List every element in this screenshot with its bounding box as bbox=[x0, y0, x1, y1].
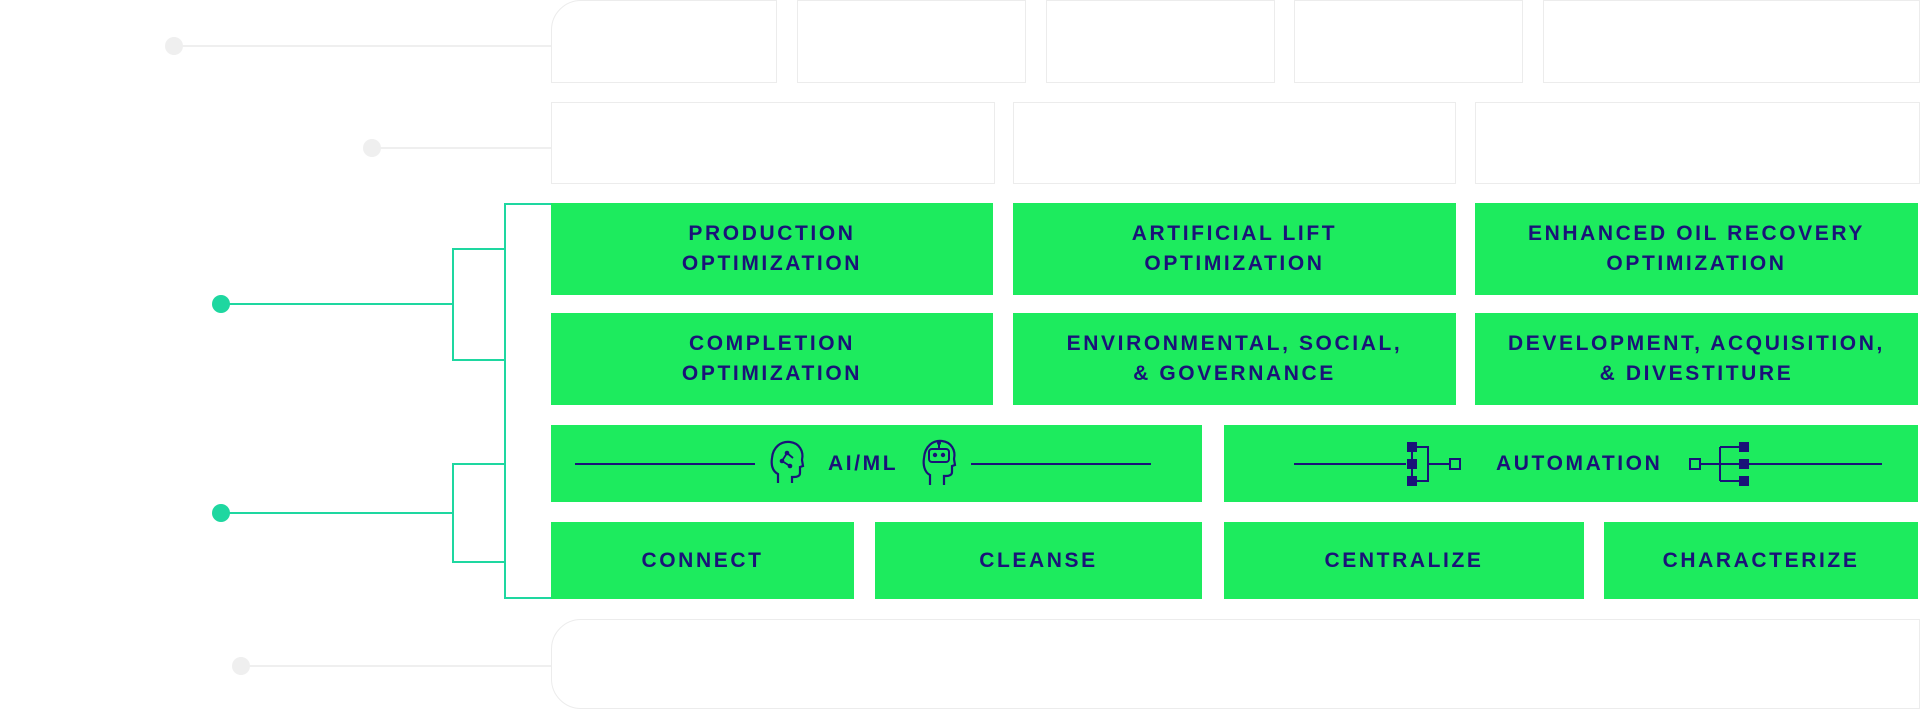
stack-bracket bbox=[504, 203, 551, 599]
block-enhanced-oil-recovery-optimization: ENHANCED OIL RECOVERY OPTIMIZATION bbox=[1475, 203, 1918, 295]
ghost-box bbox=[797, 0, 1026, 83]
ghost-box bbox=[1294, 0, 1523, 83]
solutions-bracket bbox=[452, 248, 505, 361]
ghost-connector-dot bbox=[232, 657, 250, 675]
block-label: DEVELOPMENT, ACQUISITION, & DIVESTITURE bbox=[1508, 332, 1885, 385]
block-production-optimization: PRODUCTION OPTIMIZATION bbox=[551, 203, 993, 295]
block-label: CONNECT bbox=[641, 548, 764, 572]
block-environmental-social-governance: ENVIRONMENTAL, SOCIAL, & GOVERNANCE bbox=[1013, 313, 1456, 405]
ghost-connector-dot bbox=[165, 37, 183, 55]
process-flow-icon bbox=[1689, 442, 1760, 486]
band-automation: AUTOMATION bbox=[1224, 425, 1918, 502]
ghost-box bbox=[1475, 102, 1920, 184]
block-label: CENTRALIZE bbox=[1324, 548, 1484, 572]
process-flow-icon bbox=[1407, 442, 1461, 486]
head-circuit-icon bbox=[770, 440, 805, 483]
block-cleanse: CLEANSE bbox=[875, 522, 1202, 599]
block-label: PRODUCTION OPTIMIZATION bbox=[681, 222, 863, 275]
band-rule bbox=[575, 463, 755, 465]
block-label: ARTIFICIAL LIFT OPTIMIZATION bbox=[1131, 222, 1338, 275]
block-development-acquisition-divestiture: DEVELOPMENT, ACQUISITION, & DIVESTITURE bbox=[1475, 313, 1918, 405]
ghost-box bbox=[1013, 102, 1456, 184]
band-rule bbox=[971, 463, 1151, 465]
block-label: CLEANSE bbox=[979, 548, 1098, 572]
head-robot-icon bbox=[922, 439, 957, 485]
foundation-connector-dot bbox=[212, 504, 230, 522]
block-centralize: CENTRALIZE bbox=[1224, 522, 1584, 599]
block-label: COMPLETION OPTIMIZATION bbox=[681, 332, 863, 385]
band-rule bbox=[1294, 463, 1406, 465]
block-characterize: CHARACTERIZE bbox=[1604, 522, 1918, 599]
block-label: CHARACTERIZE bbox=[1662, 548, 1860, 572]
block-artificial-lift-optimization: ARTIFICIAL LIFT OPTIMIZATION bbox=[1013, 203, 1456, 295]
solutions-connector-dot bbox=[212, 295, 230, 313]
block-label: ENVIRONMENTAL, SOCIAL, & GOVERNANCE bbox=[1066, 332, 1403, 385]
ghost-box bbox=[551, 102, 995, 184]
ghost-connector-dot bbox=[363, 139, 381, 157]
band-ai-ml: AI/ML bbox=[551, 425, 1202, 502]
ghost-box bbox=[551, 619, 1920, 709]
foundation-bracket bbox=[452, 463, 505, 563]
block-label: ENHANCED OIL RECOVERY OPTIMIZATION bbox=[1528, 222, 1865, 275]
block-completion-optimization: COMPLETION OPTIMIZATION bbox=[551, 313, 993, 405]
band-label: AUTOMATION bbox=[1496, 452, 1663, 475]
block-connect: CONNECT bbox=[551, 522, 854, 599]
ghost-box bbox=[1543, 0, 1920, 83]
band-label: AI/ML bbox=[828, 452, 899, 475]
band-rule bbox=[1760, 463, 1882, 465]
ghost-box bbox=[1046, 0, 1275, 83]
ghost-box bbox=[551, 0, 777, 83]
